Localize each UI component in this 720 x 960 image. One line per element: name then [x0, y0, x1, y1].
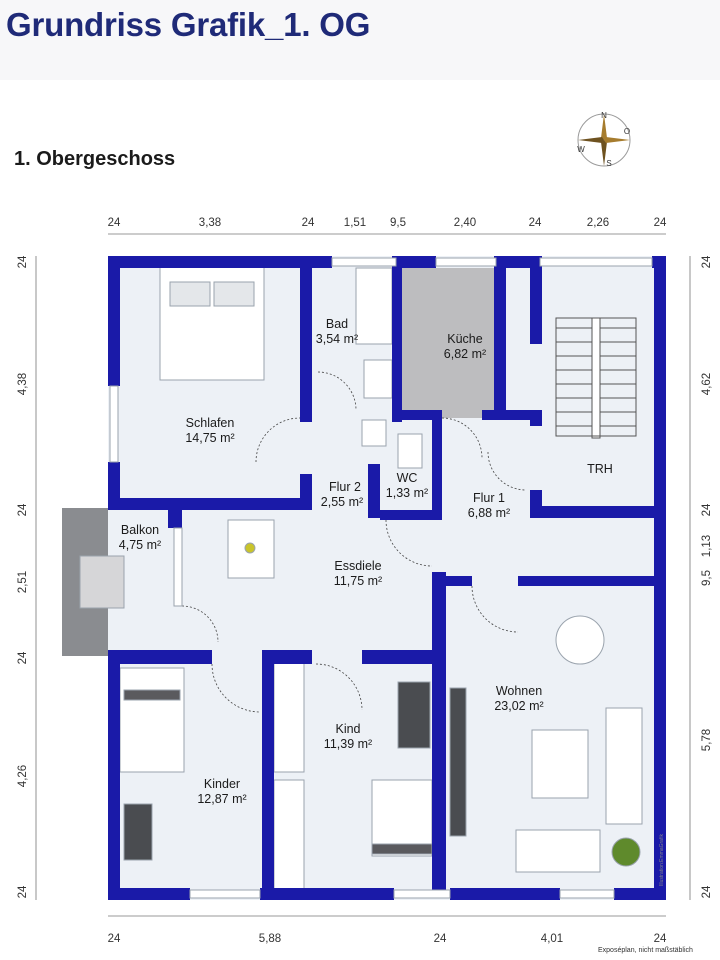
room-essdiele-name: Essdiele	[334, 559, 381, 573]
dim-bottom-label: 24	[654, 933, 667, 945]
dim-top-label: 2,40	[454, 217, 476, 229]
staircase	[555, 317, 637, 439]
dim-right-label: 24	[701, 255, 713, 268]
walls	[108, 256, 666, 900]
room-labels: Schlafen 14,75 m² Bad 3,54 m² Küche 6,82…	[119, 317, 613, 806]
plant	[611, 837, 641, 867]
dim-top-label: 3,38	[199, 217, 221, 229]
dim-top-label: 24	[302, 217, 315, 229]
window-rails	[109, 257, 653, 899]
room-kinder-name: Kinder	[204, 777, 240, 791]
wardrobe	[273, 661, 305, 773]
room-schlafen-area: 14,75 m²	[185, 431, 234, 445]
room-kueche-name: Küche	[447, 332, 482, 346]
doors	[181, 371, 527, 713]
tv-cabinet	[449, 687, 467, 837]
coffee-table	[531, 729, 589, 799]
dim-right-label: 1,13	[701, 535, 713, 557]
room-flur1-area: 6,88 m²	[468, 506, 510, 520]
dim-right-label: 24	[701, 885, 713, 898]
room-kinder-area: 12,87 m²	[197, 792, 246, 806]
round-table	[555, 615, 605, 665]
single-bed-kinder	[119, 667, 185, 773]
dim-right-label: 9,5	[701, 570, 713, 586]
washbasin	[363, 359, 393, 399]
toilet	[397, 433, 423, 469]
dim-left-label: 24	[17, 651, 29, 664]
desk-kinder	[123, 803, 153, 861]
room-essdiele-area: 11,75 m²	[334, 574, 382, 588]
room-flur1-name: Flur 1	[473, 491, 505, 505]
dim-bottom-label: 4,01	[541, 933, 563, 945]
compass-north: N	[601, 111, 607, 120]
dim-left-label: 2,51	[17, 571, 29, 593]
room-trh-name: TRH	[587, 462, 613, 476]
dim-right-label: 4,62	[701, 373, 713, 395]
dim-bottom-label: 24	[108, 933, 121, 945]
compass-west: W	[577, 145, 585, 154]
floor-subtitle: 1. Obergeschoss	[14, 148, 176, 170]
dim-right-label: 24	[701, 503, 713, 516]
dim-top-label: 24	[654, 217, 667, 229]
desk-kind	[397, 681, 431, 749]
compass-south: S	[606, 159, 611, 168]
dimension-lines	[35, 233, 691, 917]
compass-east: O	[624, 127, 630, 136]
bathtub	[355, 267, 393, 345]
furniture	[79, 265, 643, 891]
dim-top-label: 24	[529, 217, 542, 229]
dim-bottom-label: 5,88	[259, 933, 281, 945]
dim-bottom-label: 24	[434, 933, 447, 945]
dining-table	[227, 519, 275, 579]
dim-left-label: 24	[17, 255, 29, 268]
dim-left-label: 24	[17, 885, 29, 898]
room-wc-area: 1,33 m²	[386, 486, 428, 500]
dim-top-label: 2,26	[587, 217, 609, 229]
dim-right-label: 5,78	[701, 729, 713, 751]
room-bad-name: Bad	[326, 317, 348, 331]
dim-top: 24 3,38 24 1,51 9,5 2,40 24 2,26 24	[108, 217, 667, 229]
illustration-credit: Illustration:EmmaGrafik	[659, 834, 665, 886]
wc-basin	[361, 419, 387, 447]
wardrobe-2	[273, 779, 305, 891]
dim-right: 24 4,62 24 1,13 9,5 5,78 24	[701, 255, 713, 898]
room-wohnen-name: Wohnen	[496, 684, 542, 698]
page-title: Grundriss Grafik_1. OG	[6, 6, 371, 43]
kitchen-tiles	[402, 268, 494, 418]
dim-top-label: 9,5	[390, 217, 406, 229]
room-kind-name: Kind	[335, 722, 360, 736]
dim-left-label: 4,26	[17, 765, 29, 787]
dim-left-label: 4,38	[17, 373, 29, 395]
room-balkon-name: Balkon	[121, 523, 159, 537]
disclaimer: Exposéplan, nicht maßstäblich	[598, 947, 693, 954]
room-flur2-area: 2,55 m²	[321, 495, 363, 509]
balcony-table	[79, 555, 125, 609]
room-balkon-area: 4,75 m²	[119, 538, 161, 552]
single-bed-kind	[371, 779, 433, 857]
room-schlafen-name: Schlafen	[186, 416, 235, 430]
dim-top-label: 1,51	[344, 217, 366, 229]
header-band	[0, 0, 720, 80]
room-wc-name: WC	[397, 471, 418, 485]
sofa-right	[605, 707, 643, 825]
dim-left: 24 4,38 24 2,51 24 4,26 24	[17, 255, 29, 898]
dim-top-label: 24	[108, 217, 121, 229]
compass-rose-icon: N O S W	[577, 111, 631, 168]
room-bad-area: 3,54 m²	[316, 332, 358, 346]
room-kueche-area: 6,82 m²	[444, 347, 486, 361]
dim-left-label: 24	[17, 503, 29, 516]
dim-bottom: 24 5,88 24 4,01 24	[108, 933, 667, 945]
sofa-bottom	[515, 829, 601, 873]
room-wohnen-area: 23,02 m²	[494, 699, 543, 713]
room-kind-area: 11,39 m²	[324, 737, 372, 751]
room-flur2-name: Flur 2	[329, 480, 361, 494]
